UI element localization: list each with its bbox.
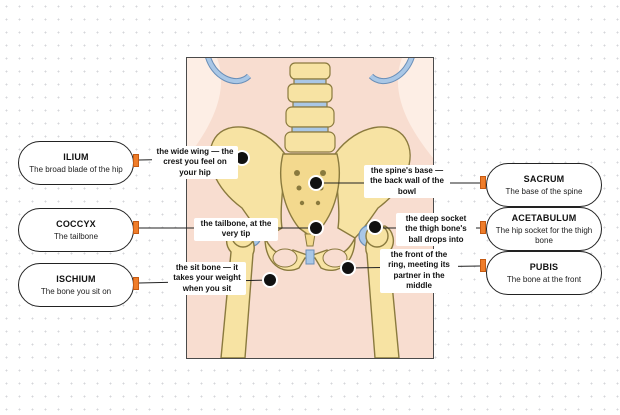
card-title: COCCYX	[56, 218, 96, 229]
pubic-symphysis	[305, 249, 315, 265]
card-acetabulum[interactable]: ACETABULUM The hip socket for the thigh …	[486, 207, 602, 251]
connector-tab-acetabulum	[480, 221, 486, 234]
card-title: SACRUM	[523, 173, 565, 184]
note-pubis: the front of the ring, meeting its partn…	[380, 249, 458, 293]
pelvis-illustration	[187, 58, 433, 358]
note-acetabulum: the deep socket the thigh bone's ball dr…	[396, 213, 476, 247]
card-coccyx[interactable]: COCCYX The tailbone	[18, 208, 134, 252]
lumbar-spine	[284, 62, 336, 153]
card-title: PUBIS	[529, 261, 559, 272]
note-ischium: the sit bone — it takes your weight when…	[168, 262, 246, 296]
connector-tab-ilium	[133, 154, 139, 167]
card-title: ISCHIUM	[56, 273, 96, 284]
pelvis-illustration-panel	[186, 57, 434, 359]
coccyx-bone	[304, 233, 316, 247]
card-description: The base of the spine	[505, 186, 583, 196]
connector-tab-coccyx	[133, 221, 139, 234]
left-obturator-foramen	[272, 248, 298, 268]
card-pubis[interactable]: PUBIS The bone at the front	[486, 251, 602, 295]
note-coccyx: the tailbone, at the very tip	[194, 218, 278, 241]
right-obturator-foramen	[322, 248, 348, 268]
note-ilium: the wide wing — the crest you feel on yo…	[152, 146, 238, 180]
card-description: The bone at the front	[506, 274, 582, 284]
card-description: The hip socket for the thigh bone	[495, 226, 593, 245]
card-description: The broad blade of the hip	[29, 164, 123, 174]
card-title: ILIUM	[63, 151, 89, 162]
card-ischium[interactable]: ISCHIUM The bone you sit on	[18, 263, 134, 307]
card-sacrum[interactable]: SACRUM The base of the spine	[486, 163, 602, 207]
note-sacrum: the spine's base — the back wall of the …	[364, 165, 450, 199]
card-ilium[interactable]: ILIUM The broad blade of the hip	[18, 141, 134, 185]
card-description: The tailbone	[53, 231, 99, 241]
connector-tab-ischium	[133, 277, 139, 290]
connector-tab-pubis	[480, 259, 486, 272]
card-description: The bone you sit on	[40, 286, 112, 296]
connector-tab-sacrum	[480, 176, 486, 189]
rib-cage	[205, 58, 415, 84]
card-title: ACETABULUM	[511, 213, 577, 224]
